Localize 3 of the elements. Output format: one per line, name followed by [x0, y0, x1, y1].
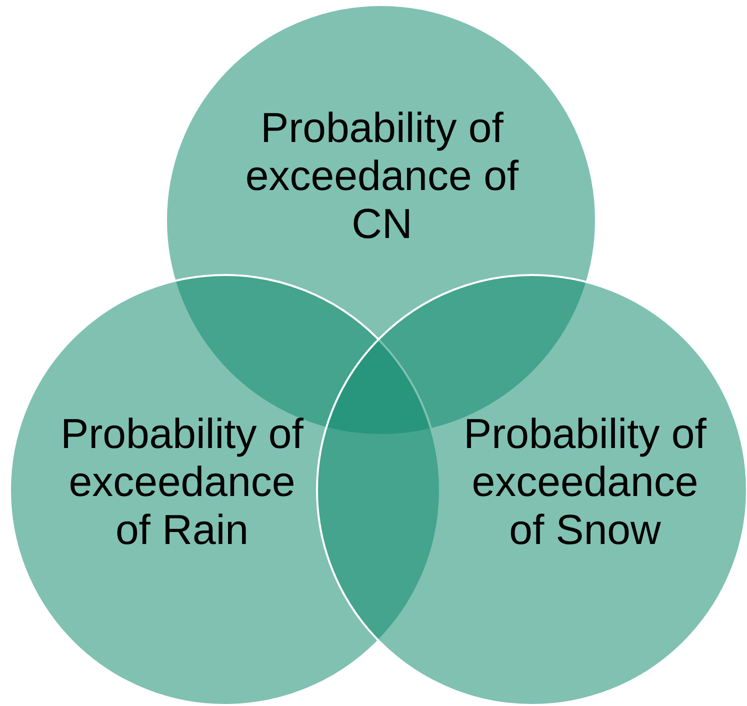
circle-label: Probability of exceedance of Rain: [60, 410, 304, 554]
circle-label: Probability of exceedance of CN: [244, 104, 520, 248]
circle-label: Probability of exceedance of Snow: [462, 410, 708, 554]
